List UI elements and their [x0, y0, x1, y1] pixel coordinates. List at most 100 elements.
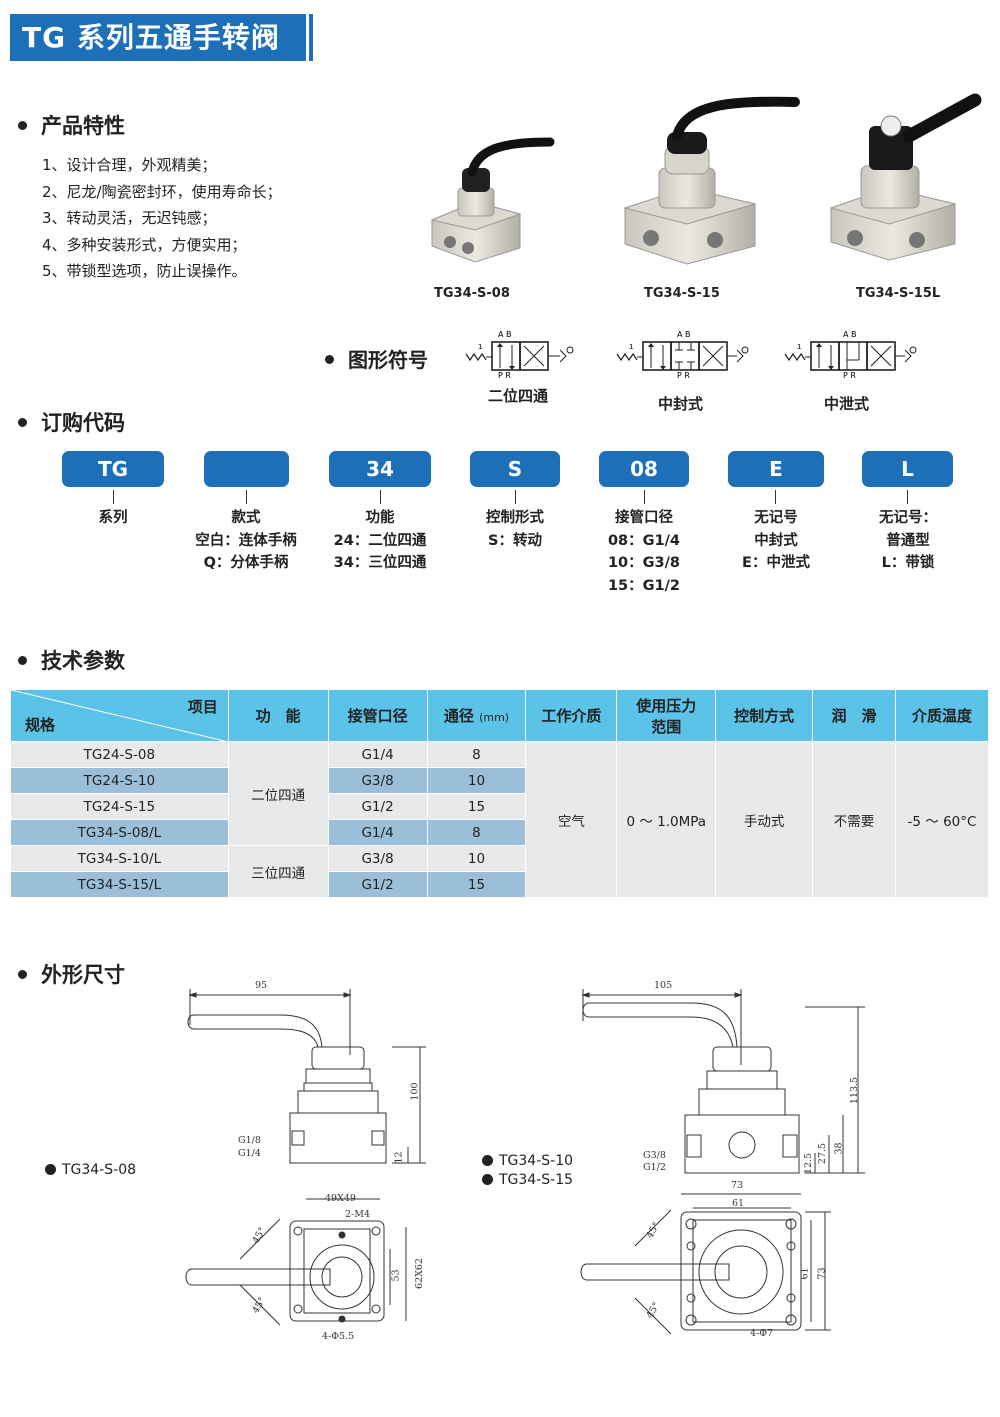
order-code-desc: 功能 24：二位四通 34：三位四通: [333, 510, 427, 571]
product-photo-tg34-s-15: [615, 96, 805, 266]
order-code-function: 34: [329, 451, 431, 487]
dim-label: 49X49: [325, 1193, 356, 1204]
order-code-control: S: [470, 451, 560, 487]
order-code-desc: 接管口径 08：G1/4 10：G3/8 15：G1/2: [607, 510, 681, 594]
valve-symbol-2pos: A B P R 1: [464, 330, 584, 384]
symbol-port-label: A B: [677, 330, 691, 339]
dim-label: 73: [816, 1267, 828, 1280]
dim-label: 53: [390, 1269, 402, 1282]
symbol-port-label: P R: [498, 371, 511, 380]
order-code-connector: [246, 490, 247, 504]
dim-label: 4-Φ7: [750, 1328, 774, 1339]
feature-list: 1、设计合理，外观精美； 2、尼龙/陶瓷密封环，使用寿命长； 3、转动灵活，无迟…: [42, 152, 282, 285]
symbol-port-label: A B: [498, 330, 512, 339]
symbol-caption: 中封式: [658, 395, 704, 413]
feature-item: 5、带锁型选项，防止误操作。: [42, 262, 247, 280]
bullet-icon: [18, 120, 27, 130]
dim-label: 100: [409, 1082, 421, 1101]
bullet-icon: [482, 1154, 493, 1166]
table-row: TG34-S-15/L G1/2 15: [10, 871, 989, 898]
dim-label: 12: [393, 1151, 405, 1164]
dim-label: 38: [833, 1142, 845, 1155]
drawing-model-label: TG34-S-15: [482, 1172, 573, 1188]
drawing-left-top: [185, 1198, 407, 1326]
order-code-port: 08: [599, 451, 689, 487]
params-header: 接管口径: [327, 689, 428, 742]
dim-label: 73: [731, 1180, 744, 1191]
product-photo-tg34-s-15l: [825, 92, 995, 262]
order-code-center: E: [728, 451, 824, 487]
title-accent-bar: [309, 14, 313, 61]
product-caption: TG34-S-08: [434, 286, 510, 301]
params-header: 功 能: [227, 689, 329, 742]
dim-label: 61: [732, 1198, 745, 1209]
dim-label: G1/8: [238, 1135, 261, 1146]
bullet-icon: [18, 969, 27, 979]
order-code-connector: [907, 490, 908, 504]
drawing-right-side: [581, 989, 865, 1174]
dim-label: 113.5: [849, 1076, 861, 1105]
params-header: 通径 (mm): [426, 689, 527, 742]
section-params-heading: 技术参数: [18, 645, 125, 675]
symbol-port-label: P R: [677, 371, 690, 380]
product-photo-tg34-s-08: [420, 130, 560, 270]
order-code-style: [204, 451, 289, 487]
feature-item: 4、多种安装形式，方便实用；: [42, 235, 247, 254]
dim-label: 4-Φ5.5: [322, 1331, 355, 1342]
dim-label: 61: [799, 1267, 811, 1280]
params-header: 润 滑: [812, 689, 897, 742]
table-row: TG34-S-10/L 三位四通 G3/8 10: [10, 845, 989, 898]
feature-item: 3、转动灵活，无迟钝感；: [42, 209, 217, 227]
bullet-icon: [18, 417, 27, 427]
bullet-icon: [325, 355, 334, 364]
bullet-icon: [18, 655, 27, 665]
product-caption: TG34-S-15L: [856, 286, 941, 301]
symbol-port-label: A B: [843, 330, 857, 339]
feature-item: 1、设计合理，外观精美；: [42, 156, 217, 174]
valve-symbol-center-exhaust: A B P R 1: [783, 330, 918, 384]
page-title: TG 系列五通手转阀: [10, 14, 306, 61]
params-header: 介质温度: [895, 689, 989, 742]
dim-label: 62X62: [413, 1258, 425, 1289]
symbol-caption: 二位四通: [488, 387, 549, 405]
order-code-desc: 系列: [98, 510, 128, 526]
drawing-left-side: [187, 989, 426, 1164]
order-code-connector: [113, 490, 114, 504]
params-table: 项目 规格 功 能 接管口径 通径 (mm) 工作介质 使用压力范围 控制方式 …: [10, 689, 989, 898]
order-code-connector: [775, 490, 776, 504]
drawing-right-top: [580, 1193, 831, 1335]
bullet-icon: [45, 1163, 56, 1175]
symbol-spring-label: 1: [629, 343, 633, 351]
section-dimensions-heading: 外形尺寸: [18, 959, 125, 989]
params-header-diagonal: 项目 规格: [10, 689, 229, 742]
params-header: 使用压力范围: [616, 689, 717, 742]
drawing-model-label: TG34-S-10: [482, 1153, 573, 1169]
bullet-icon: [482, 1173, 493, 1185]
feature-item: 2、尼龙/陶瓷密封环，使用寿命长；: [42, 182, 282, 201]
order-code-desc: 款式 空白：连体手柄 Q：分体手柄: [195, 510, 297, 571]
order-code-desc: 无记号： 普通型 L：带锁: [879, 510, 937, 571]
dim-label: 27.5: [817, 1142, 829, 1165]
order-code-desc: 控制形式 S：转动: [486, 510, 544, 549]
order-code-connector: [644, 490, 645, 504]
symbol-spring-label: 1: [478, 343, 482, 351]
order-code-lock: L: [862, 451, 953, 487]
order-code-connector: [515, 490, 516, 504]
dim-label: G1/4: [238, 1148, 261, 1159]
params-header: 控制方式: [715, 689, 814, 742]
order-code-series: TG: [62, 451, 164, 487]
table-row: TG24-S-15 G1/2 15: [10, 793, 989, 820]
section-features-heading: 产品特性: [18, 110, 125, 140]
params-header: 工作介质: [525, 689, 618, 742]
dim-label: 105: [654, 980, 673, 991]
order-code-connector: [380, 490, 381, 504]
drawing-model-label: TG34-S-08: [45, 1162, 136, 1178]
product-caption: TG34-S-15: [644, 286, 720, 301]
table-row: TG24-S-10 G3/8 10: [10, 767, 989, 794]
dim-label: 2-M4: [345, 1209, 371, 1220]
order-code-desc: 无记号 中封式 E：中泄式: [742, 510, 810, 571]
symbol-spring-label: 1: [797, 343, 801, 351]
table-row: TG24-S-08 二位四通 G1/4 8 空气 0 ～ 1.0MPa 手动式 …: [10, 741, 989, 898]
section-symbols-heading: 图形符号: [325, 344, 428, 373]
dim-label: G3/8: [643, 1150, 666, 1161]
